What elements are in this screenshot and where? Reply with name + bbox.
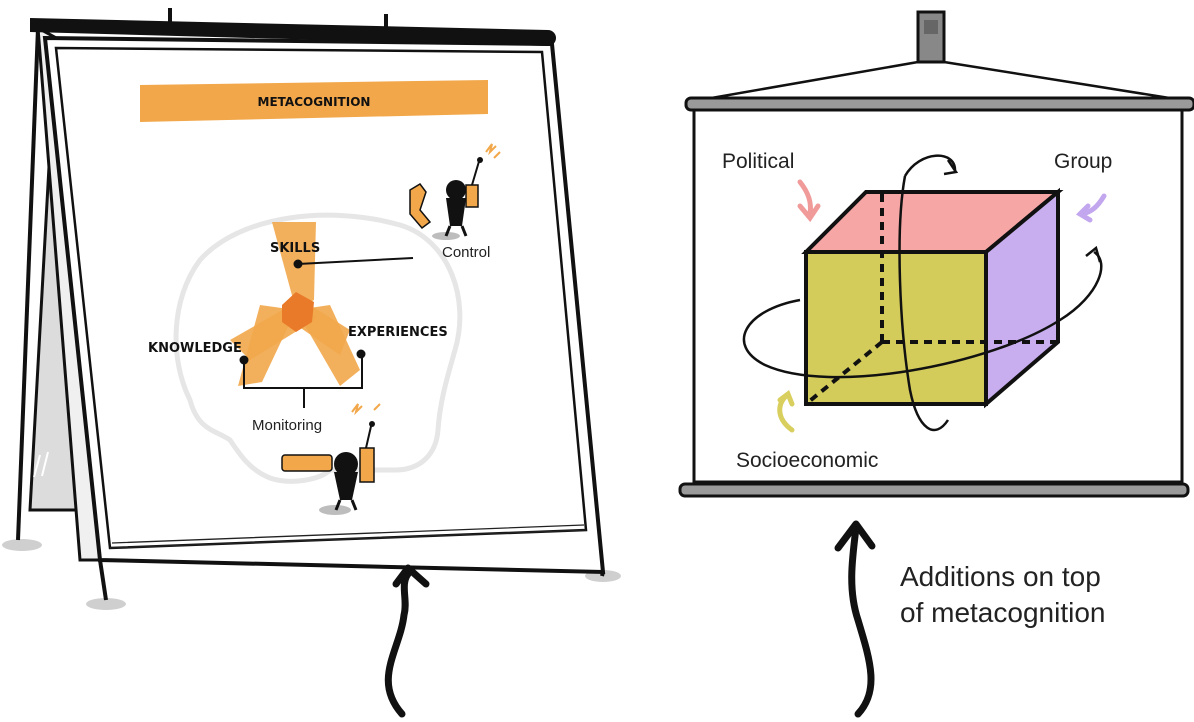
screen-pointer-arrow-icon — [834, 520, 876, 718]
socioeconomic-label: Socioeconomic — [736, 449, 878, 472]
knowledge-label: KNOWLEDGE — [148, 341, 242, 356]
control-figure-icon — [409, 143, 501, 240]
head-outline — [173, 212, 463, 484]
caption-line-2: of metacognition — [900, 597, 1105, 628]
flipchart-easel — [2, 8, 621, 610]
banner-label: METACOGNITION — [258, 95, 371, 109]
experiences-label: EXPERIENCES — [348, 325, 448, 340]
group-label: Group — [1054, 150, 1112, 173]
monitoring-figure-icon — [281, 403, 381, 515]
political-arrow-icon — [797, 179, 813, 217]
horizontal-rotation-arrow — [742, 250, 1103, 379]
control-label: Control — [442, 244, 490, 261]
flipchart-pointer-arrow-icon — [384, 564, 430, 718]
group-arrow-icon — [1079, 193, 1107, 217]
political-label: Political — [722, 150, 794, 173]
metacognition-propeller — [230, 222, 414, 408]
metacognition-banner: METACOGNITION — [140, 80, 488, 122]
sociopolitical-cube — [801, 187, 1064, 409]
caption-line-1: Additions on top — [900, 561, 1101, 592]
skills-label: SKILLS — [270, 241, 320, 256]
monitoring-label: Monitoring — [252, 417, 322, 434]
